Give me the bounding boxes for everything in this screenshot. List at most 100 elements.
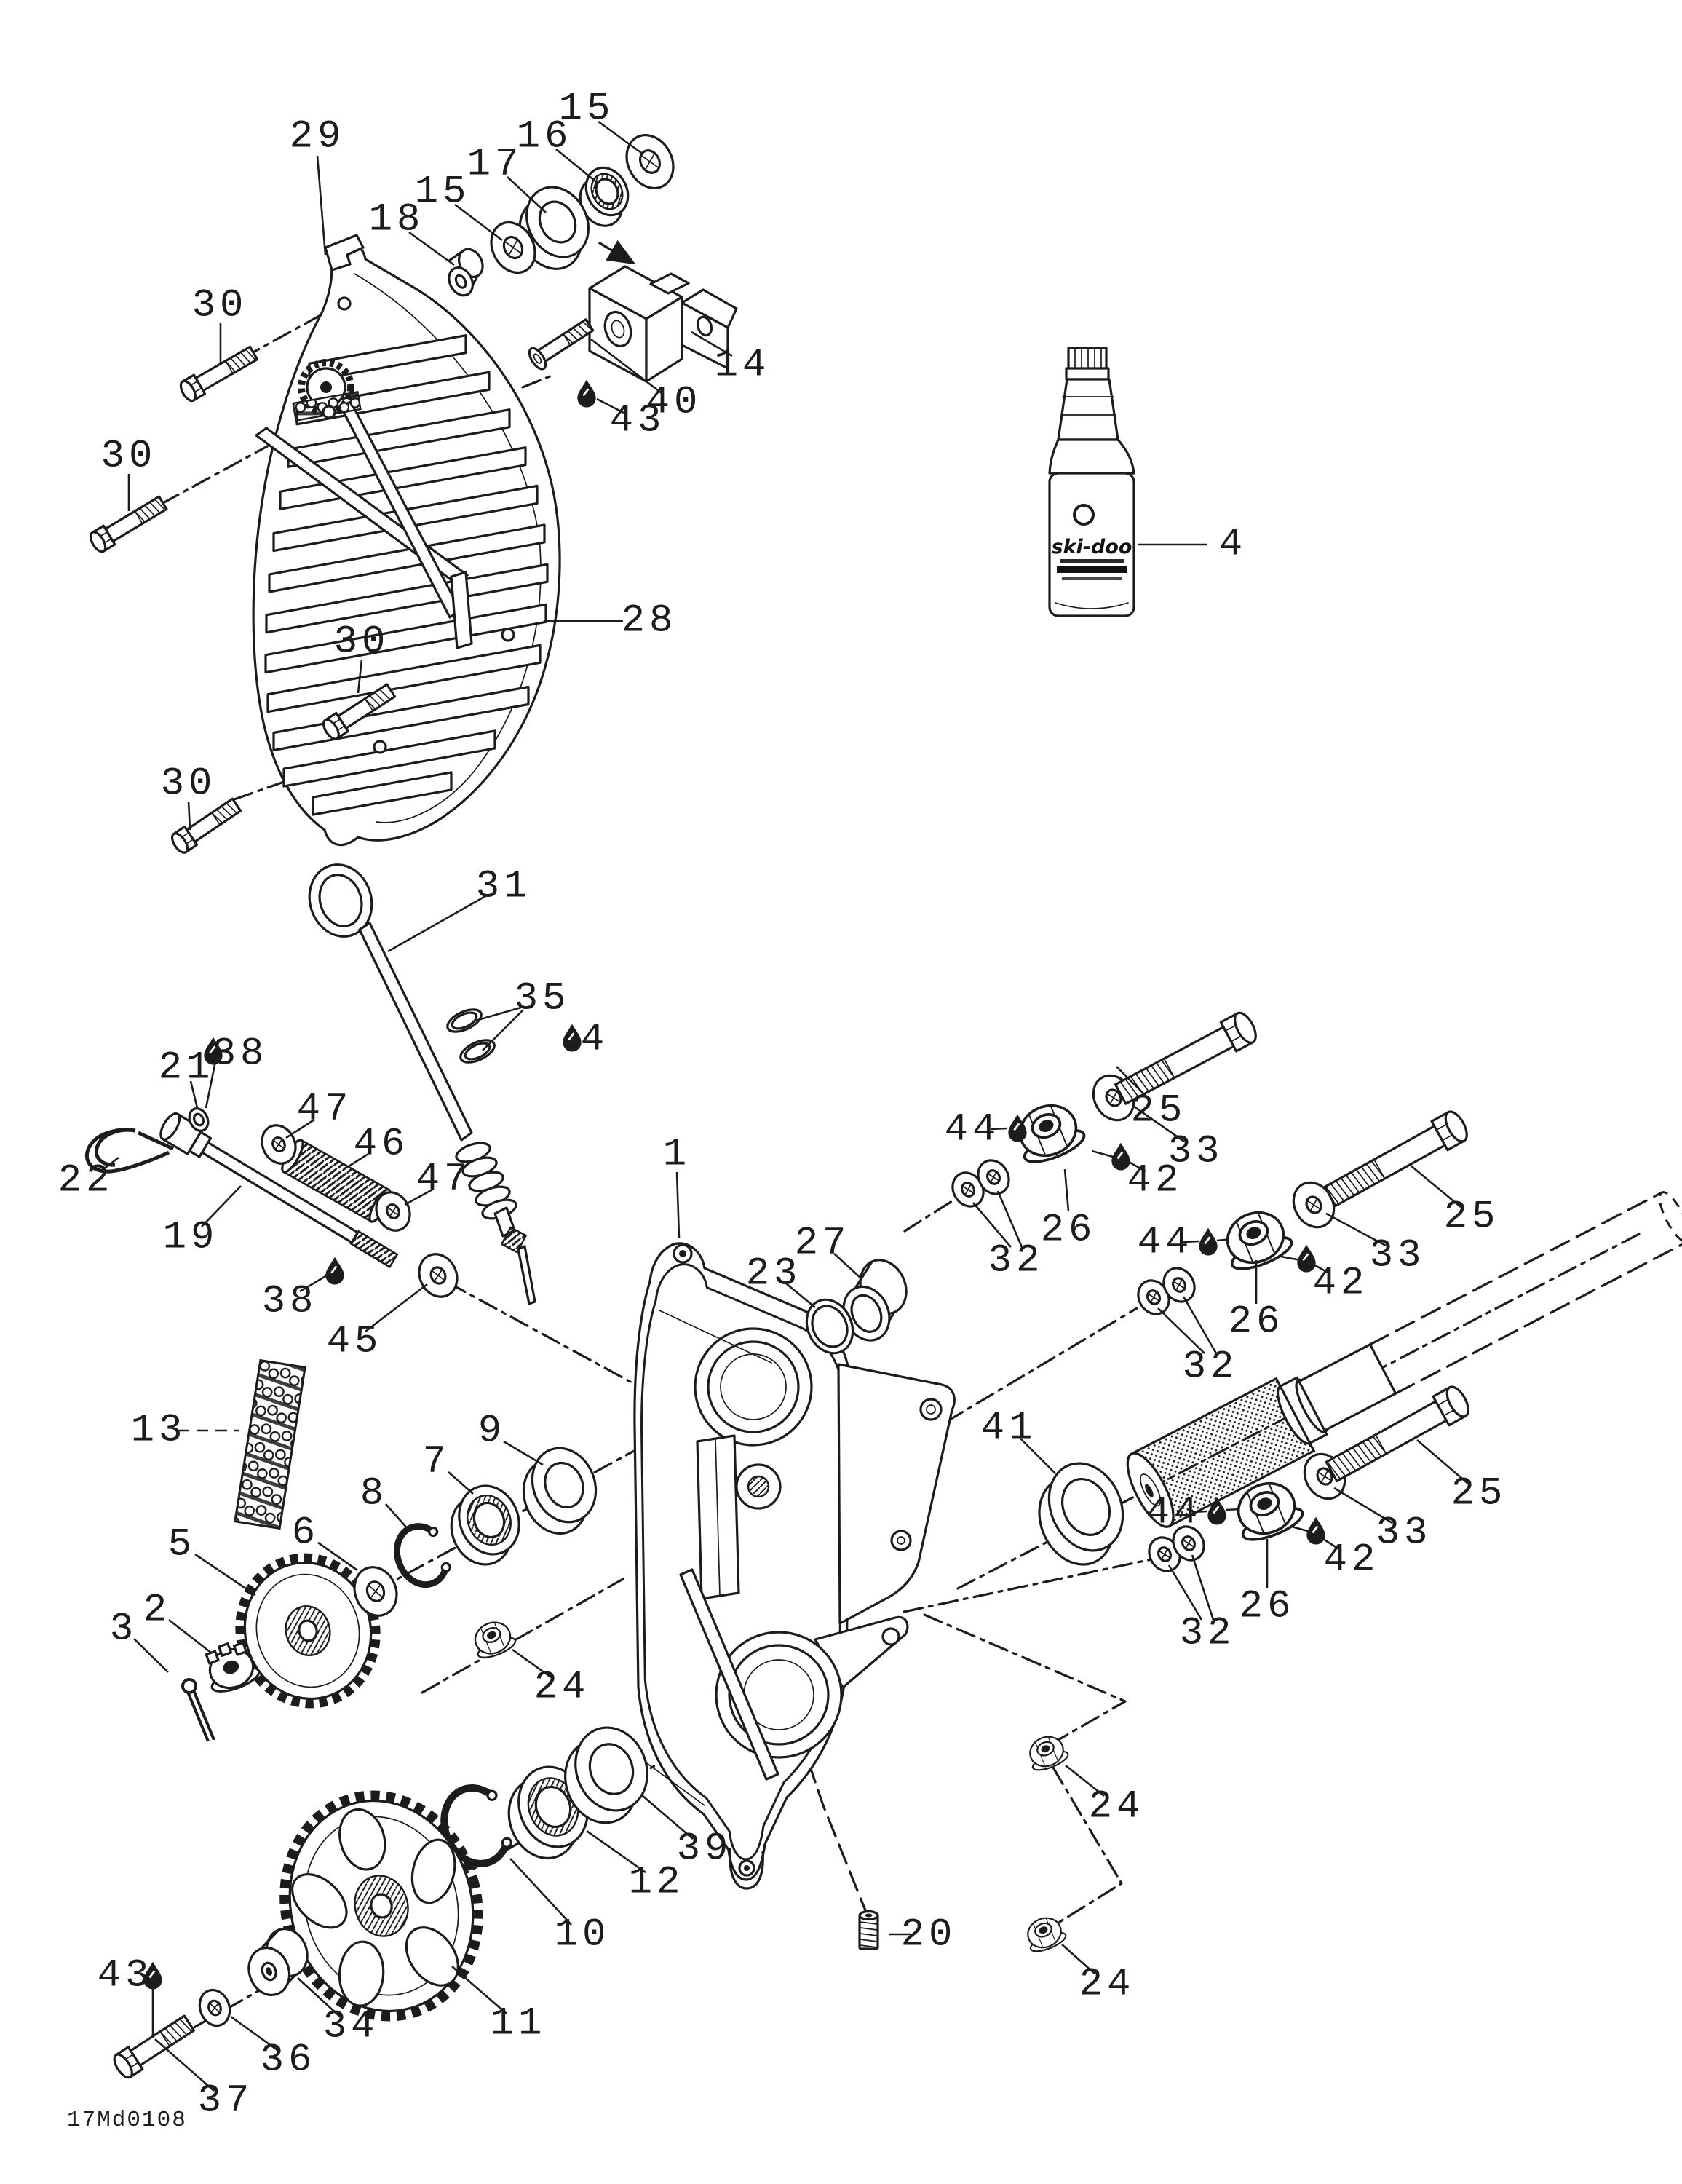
nut-26 [1018,1104,1086,1163]
circlip-8 [394,1523,451,1588]
vent-slat [308,334,467,382]
spacer-18 [448,248,484,297]
spacer-34 [247,1928,309,1996]
washer-47 [375,1191,411,1232]
cotter-pin [181,1678,215,1742]
callout-1: 1 [663,1133,691,1177]
oil-bottle: ski-doo [1048,347,1135,617]
leader-line [194,1553,256,1597]
callout-21: 21 [159,1046,215,1091]
callout-30: 30 [161,762,217,807]
leader-line [408,231,455,266]
callout-46: 46 [354,1123,410,1167]
leader-line [509,1858,572,1926]
leader-line [297,1977,341,2017]
washer-36 [198,1988,231,2027]
callout-25: 25 [1451,1472,1507,1516]
leader-line [990,1127,1008,1131]
hairpin-clip [84,1128,175,1174]
washer-32 [977,1159,1010,1195]
callout-33: 33 [1168,1130,1224,1174]
phantom-line [806,1759,870,1919]
leader-line [972,1202,1012,1248]
callout-38: 38 [213,1032,269,1077]
washer-47 [261,1124,297,1165]
vent-slat [287,408,511,468]
leader-line [387,895,486,953]
callout-30: 30 [101,435,157,479]
callout-30: 30 [334,620,390,665]
cover-top-bracket [324,234,365,272]
centerline [903,1200,953,1233]
leader-line [586,1829,646,1874]
generated-parts-layer [89,134,1469,2079]
leader-line [1167,1564,1203,1621]
circlip-10 [440,1784,513,1867]
callout-20: 20 [901,1913,957,1958]
callout-41: 41 [981,1406,1037,1451]
leader-line [1322,1538,1342,1552]
vent-slat [266,644,542,713]
leader-line [590,338,662,395]
connector-line [1091,1150,1116,1159]
leader-line [1065,1764,1105,1797]
callout-37: 37 [198,2079,254,2124]
leader-line [404,1187,435,1206]
leader-line [365,1283,428,1333]
callout-22: 22 [58,1159,114,1203]
leader-line [596,397,624,414]
leader-line [1409,1163,1461,1208]
oring-21 [188,1107,210,1132]
callout-14: 14 [715,344,771,388]
leader-line [99,1156,119,1174]
bolt-25 [1325,1385,1469,1483]
washer-15 [625,134,675,189]
leader-line [1133,1105,1185,1143]
callout-47: 47 [297,1088,353,1132]
nut-26 [1226,1211,1293,1270]
callouts-layer: 1516171518293030303014404328431354382147… [58,87,1507,2124]
leader-line [785,1282,816,1309]
leader-line [346,1152,369,1169]
washer-32 [1172,1525,1205,1562]
washer-6 [353,1566,398,1617]
callout-17: 17 [467,143,523,187]
leader-line [1191,1510,1208,1514]
leader-line [454,203,503,242]
callout-15: 15 [559,87,615,132]
castle-nut [205,1641,261,1693]
washer-33 [1292,1181,1336,1229]
callout-42: 42 [1313,1262,1369,1306]
leader-line [230,2015,278,2052]
nut-24 [1029,1736,1069,1771]
leader-line [357,659,363,694]
nut-26 [1237,1481,1304,1541]
callout-43: 43 [98,1954,154,1998]
callout-12: 12 [629,1861,685,1905]
leader-line [1183,1240,1199,1243]
leader-line [675,1171,681,1238]
vent-slat [268,523,546,593]
leader-line [317,1541,358,1572]
leader-line [833,1253,861,1278]
callout-33: 33 [1370,1234,1426,1278]
callout-26: 26 [1239,1585,1296,1629]
bolt-30 [179,345,259,403]
callout-3: 3 [110,1607,138,1652]
bottle-emblem [1073,504,1095,526]
figure-code: 17Md0108 [67,2108,187,2133]
vent-slat [312,771,453,816]
assembly-arrow [598,240,636,265]
bolt-30 [171,797,242,854]
leader-line [201,1185,242,1227]
tensioner-block [588,240,738,383]
leader-line [1020,1438,1056,1474]
leader-line [1061,1944,1095,1974]
washer-15 [490,221,536,274]
housing-mount-wing [837,1363,956,1625]
leader-line [133,1638,169,1673]
callout-47: 47 [416,1158,472,1202]
leader-line [1116,1066,1151,1101]
callout-4: 4 [581,1018,608,1062]
